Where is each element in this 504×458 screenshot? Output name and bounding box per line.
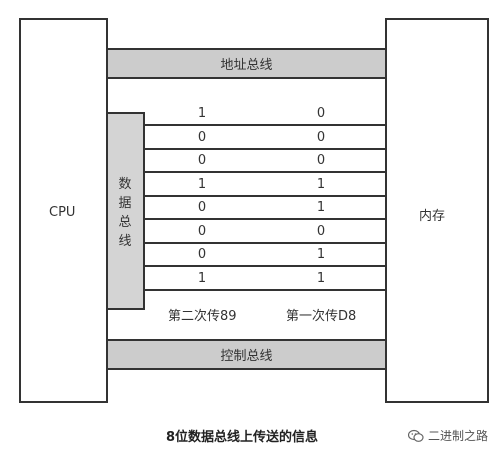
second-transfer-label: 第二次传89 [168,309,237,324]
bit-first-transfer: 0 [197,224,207,239]
bit-first-transfer: 1 [197,106,207,121]
bit-second-transfer: 0 [316,153,326,168]
first-transfer-label: 第一次传D8 [286,309,357,324]
bit-second-transfer: 1 [316,200,326,215]
bit-second-transfer: 0 [316,130,326,145]
bit-first-transfer: 1 [197,177,207,192]
bit-second-transfer: 0 [316,224,326,239]
data-line [145,148,387,150]
watermark-text: 二进制之路 [428,429,489,443]
data-bus-block [106,112,145,310]
bit-second-transfer: 0 [316,106,326,121]
bit-second-transfer: 1 [316,177,326,192]
data-line [145,265,387,267]
data-bus-label-char: 总 [118,215,132,230]
cpu-label: CPU [49,205,76,220]
data-line [145,195,387,197]
data-bus-label-char: 线 [118,234,132,249]
data-line [145,218,387,220]
bit-first-transfer: 0 [197,200,207,215]
cpu-box [19,18,108,403]
memory-box [385,18,489,403]
data-bus-label-char: 据 [118,196,132,211]
data-line [145,171,387,173]
control-bus-label: 控制总线 [220,349,273,364]
data-line [145,124,387,126]
diagram-caption: 8位数据总线上传送的信息 [166,430,319,445]
bit-first-transfer: 1 [197,271,207,286]
wechat-icon [408,429,424,442]
data-bus-label-char: 数 [118,177,132,192]
address-bus: 地址总线 [106,48,387,79]
address-bus-label: 地址总线 [220,58,273,73]
bit-first-transfer: 0 [197,153,207,168]
bit-first-transfer: 0 [197,130,207,145]
watermark: 二进制之路 [408,427,488,444]
memory-label: 内存 [419,209,446,224]
bit-first-transfer: 0 [197,247,207,262]
bit-second-transfer: 1 [316,271,326,286]
control-bus: 控制总线 [106,339,387,370]
data-line [145,242,387,244]
bit-second-transfer: 1 [316,247,326,262]
data-line [145,289,387,291]
